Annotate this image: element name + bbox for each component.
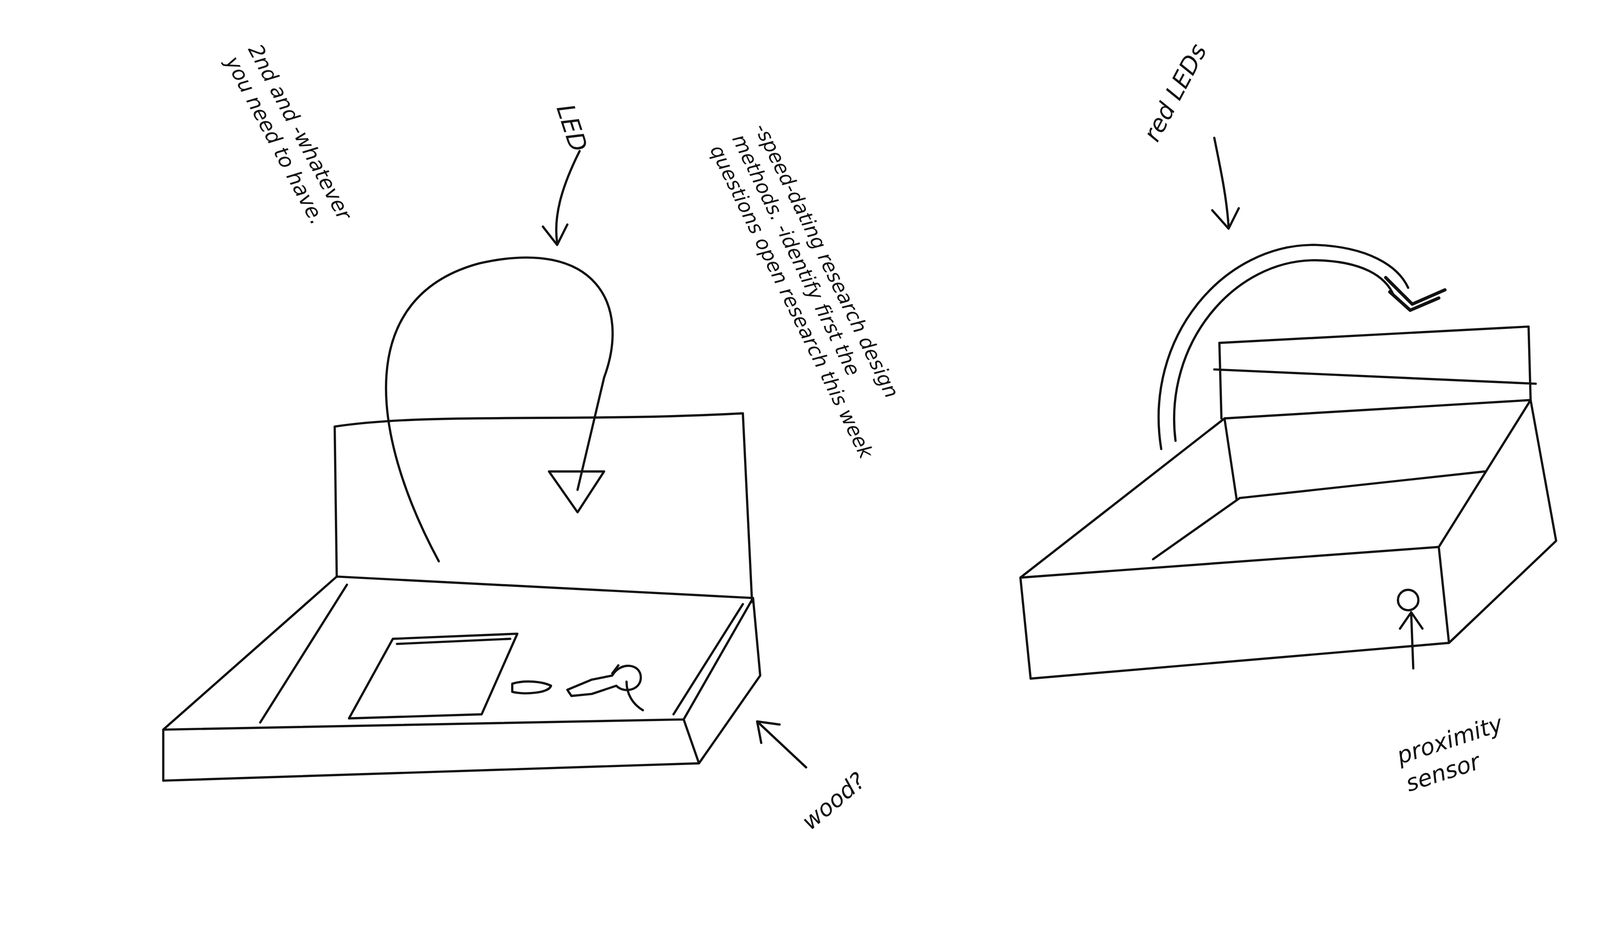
tray-inner bbox=[260, 584, 743, 723]
leader-arrow bbox=[1212, 137, 1239, 229]
arrowhead bbox=[1385, 277, 1445, 311]
leader-arrow bbox=[757, 721, 806, 768]
handwritten-note: wood? bbox=[796, 747, 894, 837]
base-box bbox=[1020, 400, 1556, 679]
base-tray bbox=[163, 576, 760, 781]
handwritten-note: proximity sensor bbox=[1393, 702, 1536, 798]
leader-arrow bbox=[1400, 612, 1423, 669]
raised-panel bbox=[1214, 326, 1536, 500]
handwritten-note: red LEDs bbox=[1136, 6, 1231, 147]
handwritten-note: LED bbox=[549, 100, 604, 186]
sensor-symbol bbox=[1398, 589, 1419, 610]
keys bbox=[567, 665, 643, 711]
curved-arrow bbox=[386, 257, 613, 562]
leader-arrow bbox=[542, 151, 580, 246]
back-panel bbox=[334, 413, 752, 603]
handwritten-note: -speed-dating research design methods. -… bbox=[704, 119, 929, 473]
curved-arrow bbox=[1158, 244, 1409, 449]
small-item bbox=[512, 681, 552, 694]
arrowhead bbox=[548, 471, 604, 513]
box-inner bbox=[1153, 471, 1485, 560]
tablet bbox=[348, 633, 518, 719]
handwritten-note: 2nd and -whatever you need to have. bbox=[219, 39, 362, 247]
